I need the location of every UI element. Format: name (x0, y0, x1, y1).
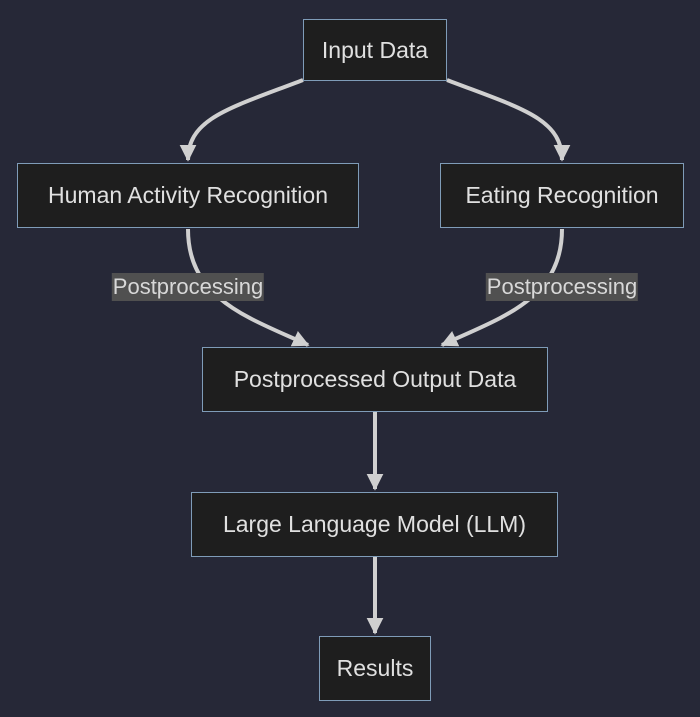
node-eating-recognition: Eating Recognition (440, 163, 684, 228)
node-results: Results (319, 636, 431, 701)
edge-input-to-eating (446, 78, 571, 162)
edge-har-to-output (186, 228, 310, 347)
node-llm: Large Language Model (LLM) (191, 492, 558, 557)
node-postprocessed-output-data-label: Postprocessed Output Data (233, 366, 517, 392)
edge-label-eating-postprocessing: Postprocessing (485, 273, 639, 301)
node-input-data: Input Data (303, 19, 447, 81)
edge-eating-to-output (440, 228, 564, 347)
edge-input-to-har (179, 78, 304, 162)
node-human-activity-recognition-label: Human Activity Recognition (48, 182, 328, 208)
node-llm-label: Large Language Model (LLM) (222, 511, 527, 537)
node-results-label: Results (336, 655, 414, 681)
node-postprocessed-output-data: Postprocessed Output Data (202, 347, 548, 412)
node-human-activity-recognition: Human Activity Recognition (17, 163, 359, 228)
node-eating-recognition-label: Eating Recognition (465, 182, 659, 208)
node-input-data-label: Input Data (321, 36, 429, 63)
edge-label-har-postprocessing: Postprocessing (111, 273, 265, 301)
